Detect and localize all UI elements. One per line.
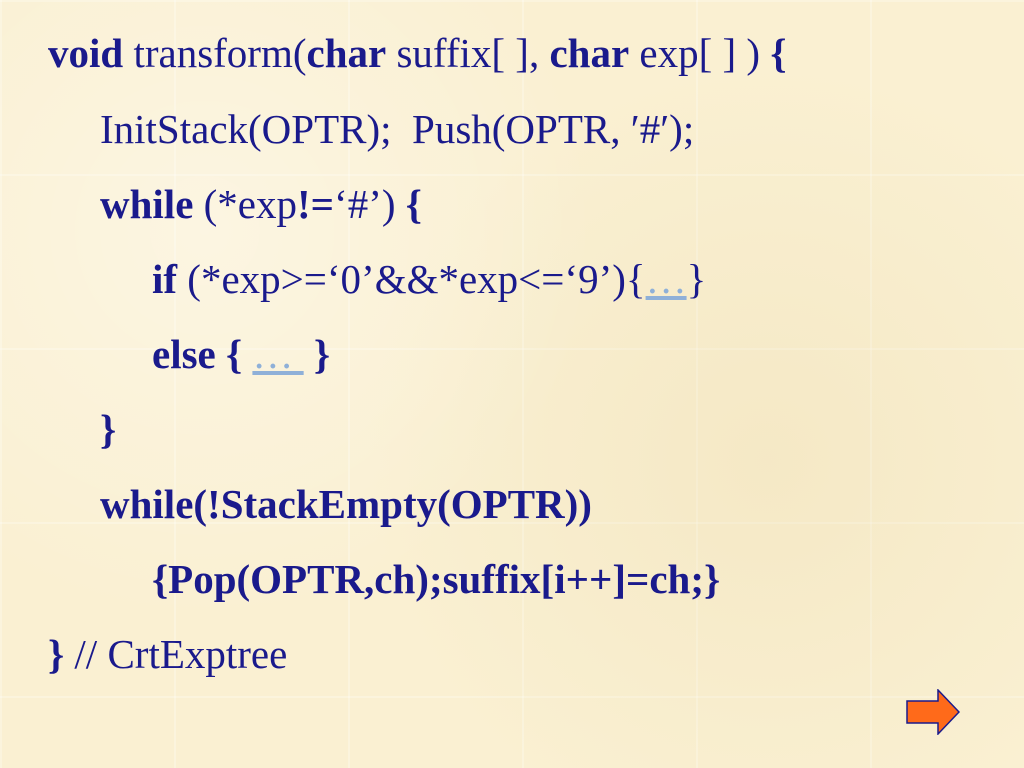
code-line-4: if (*exp>=‘0’&&*exp<=‘9’){…}: [152, 255, 706, 303]
ellipsis-link-if[interactable]: …: [645, 256, 687, 302]
code-line-6: }: [100, 406, 117, 452]
code-text: ‘#’): [334, 181, 406, 227]
keyword-while: while: [100, 181, 194, 227]
code-text: (*exp: [193, 181, 298, 227]
code-text: exp[ ] ): [629, 30, 771, 76]
arrow-shape: [906, 689, 960, 735]
code-line-2: InitStack(OPTR); Push(OPTR, ′#′);: [100, 106, 695, 152]
code-comment: // CrtExptree: [64, 631, 288, 677]
keyword-if: if: [152, 256, 178, 302]
code-text: suffix[ ],: [386, 30, 550, 76]
open-brace: {: [770, 30, 787, 76]
keyword-char: char: [306, 30, 387, 76]
close-brace: }: [48, 631, 65, 677]
code-line-8: {Pop(OPTR,ch);suffix[i++]=ch;}: [152, 556, 721, 602]
code-line-1: void transform(char suffix[ ], char exp[…: [48, 29, 786, 77]
code-text: }: [686, 256, 707, 302]
code-line-9: } // CrtExptree: [48, 630, 287, 678]
keyword-void: void: [48, 30, 124, 76]
ellipsis-link-else[interactable]: …: [252, 331, 304, 377]
code-line-3: while (*exp!=‘#’) {: [100, 180, 422, 228]
code-text: transform(: [123, 30, 307, 76]
code-text: (*exp>=‘0’&&*exp<=‘9’){: [177, 256, 646, 302]
open-brace: {: [405, 181, 422, 227]
keyword-char: char: [549, 30, 630, 76]
code-line-7: while(!StackEmpty(OPTR)): [100, 481, 592, 527]
code-text: else {: [152, 331, 253, 377]
next-slide-arrow-icon[interactable]: [906, 689, 960, 735]
code-line-5: else { … }: [152, 330, 330, 378]
code-text: }: [303, 331, 331, 377]
operator-not-equal: !=: [297, 181, 335, 227]
